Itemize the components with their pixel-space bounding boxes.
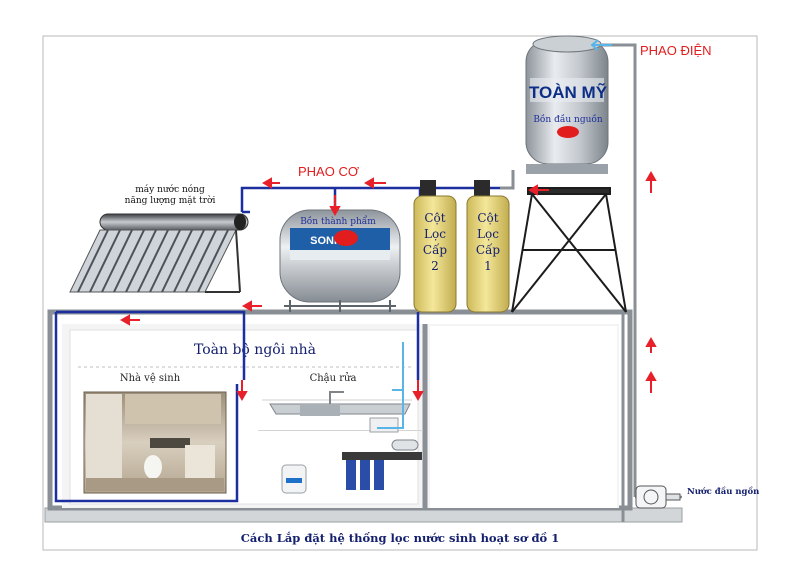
- solar-heater-label-line2: năng lượng mặt trời: [125, 195, 216, 206]
- filter-2-line1: Cột: [424, 211, 445, 225]
- filter-1-line4: 1: [484, 259, 492, 273]
- source-tank-label: Bồn đầu nguồn: [533, 114, 603, 125]
- source-tank: [525, 35, 609, 174]
- filter-2-text: Cột Lọc Cấp 2: [423, 211, 448, 273]
- arrow-down-icon: [412, 380, 424, 402]
- filter-2-line2: Lọc: [424, 227, 446, 241]
- solar-water-heater: [69, 213, 249, 293]
- filter-1-text: Cột Lọc Cấp 1: [476, 211, 501, 273]
- bathroom-label: Nhà vệ sinh: [120, 373, 181, 384]
- electric-float-label: PHAO ĐIỆN: [640, 43, 712, 58]
- filter-1-line2: Lọc: [477, 227, 499, 241]
- flow-arrows: [119, 170, 657, 402]
- electric-float-arrow: [590, 39, 612, 51]
- arrow-left-icon: [119, 314, 140, 326]
- product-tank-label: Bồn thành phẩm: [300, 215, 376, 227]
- filter-2-line3: Cấp: [423, 242, 448, 257]
- sink-illustration: [258, 391, 423, 494]
- arrow-up-icon: [645, 170, 657, 193]
- solar-heater-label-line1: máy nước nóng: [135, 184, 205, 195]
- arrow-left-icon: [527, 184, 549, 196]
- source-water-label: Nước đầu ngồn: [687, 485, 759, 497]
- tank-brand-big: TOÀN MỸ: [529, 82, 608, 102]
- product-tank-red-mark: [334, 230, 358, 246]
- blue-pipes: [54, 186, 682, 503]
- tower-stand: [511, 187, 627, 313]
- source-tank-red-mark: [557, 126, 579, 138]
- arrow-up-icon: [645, 370, 657, 393]
- filter-2-line4: 2: [431, 259, 439, 273]
- diagram-caption: Cách Lắp đặt hệ thống lọc nước sinh hoạt…: [241, 531, 559, 545]
- filter-column-2: [413, 180, 457, 313]
- filter-1-line3: Cấp: [476, 242, 501, 257]
- water-pump: [635, 485, 681, 509]
- arrow-left-icon: [363, 177, 386, 189]
- arrow-left-icon: [261, 177, 280, 189]
- sink-label: Chậu rửa: [310, 373, 357, 384]
- mechanical-float-label: PHAO CƠ: [298, 164, 359, 179]
- filter-column-1: [466, 180, 510, 313]
- arrow-down-icon: [329, 195, 341, 217]
- bathroom-photo: [83, 391, 227, 494]
- arrow-up-icon: [645, 336, 657, 353]
- whole-house-label: Toàn bộ ngôi nhà: [194, 341, 316, 358]
- arrow-down-icon: [236, 380, 248, 402]
- arrow-left-icon: [241, 300, 262, 312]
- filter-1-line1: Cột: [477, 211, 498, 225]
- house-right-room: [430, 326, 617, 508]
- inner-light-pipe: [377, 342, 404, 429]
